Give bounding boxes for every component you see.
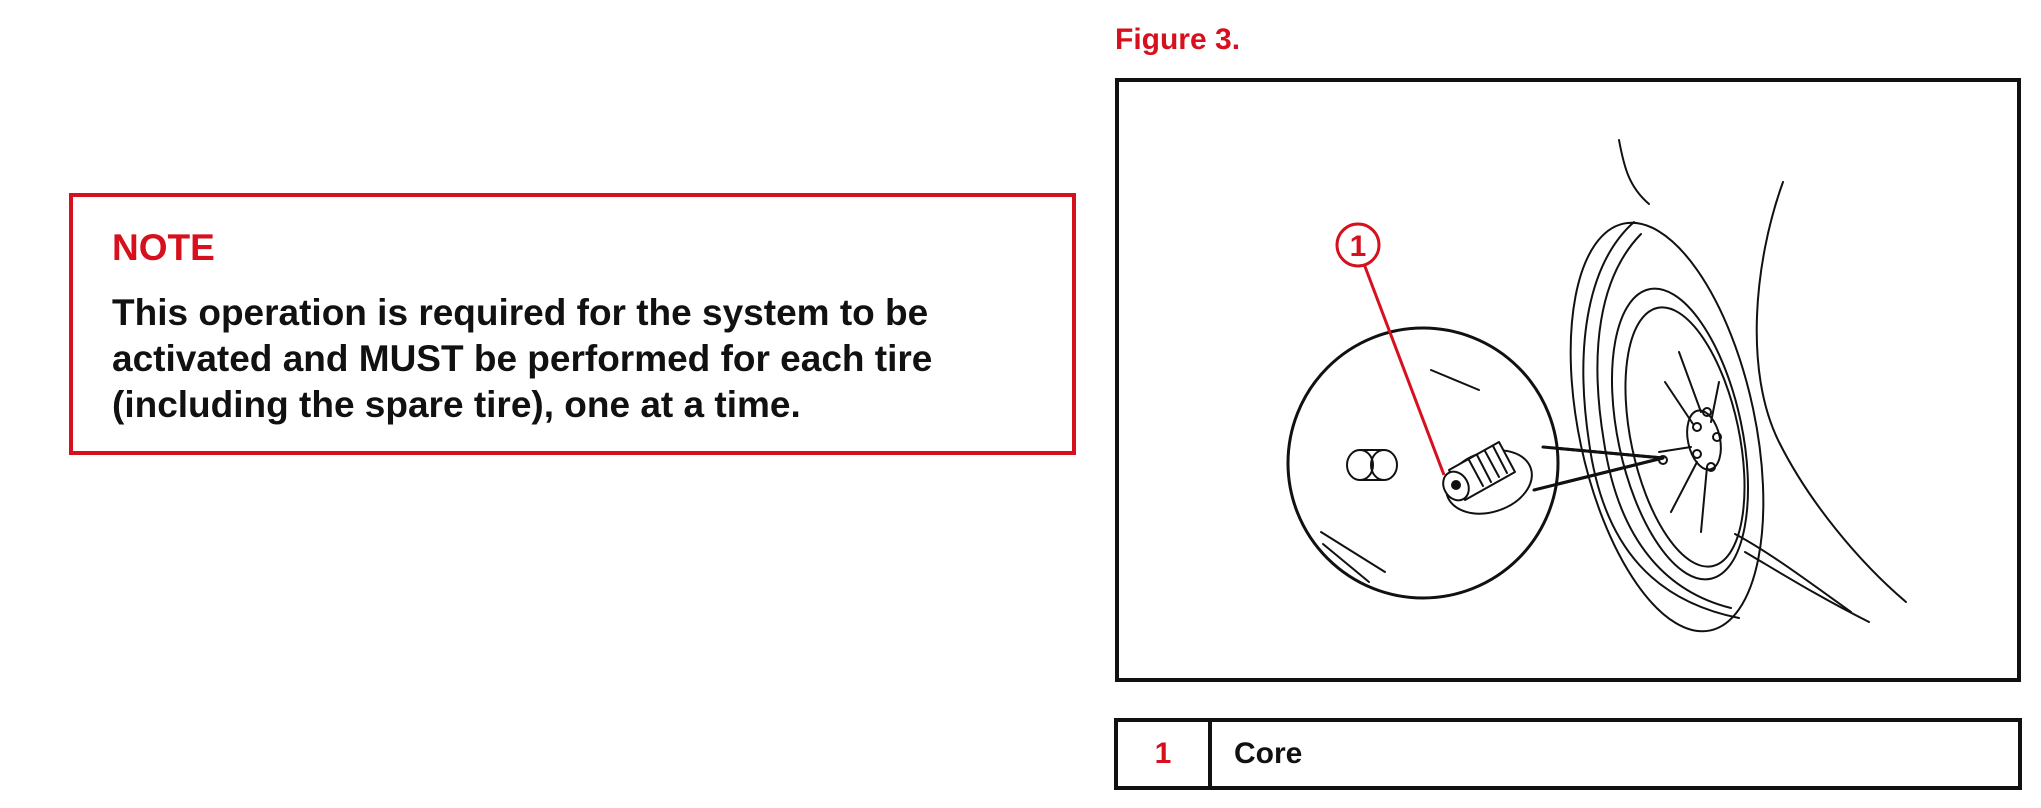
tire-outer <box>1569 221 1765 633</box>
surface-line <box>1320 531 1386 573</box>
figure-caption: Figure 3. <box>1115 23 1241 56</box>
tire-rim <box>1610 287 1750 581</box>
wheel-spoke <box>1658 446 1692 453</box>
fender-arch-inner <box>1596 233 1732 609</box>
wheel-spoke <box>1670 461 1698 513</box>
wheel-spoke <box>1710 381 1720 423</box>
lug-nut <box>1702 407 1712 417</box>
wheel-hub <box>1686 409 1722 471</box>
callout-number: 1 <box>1350 230 1367 263</box>
body-panel-line <box>1755 181 1907 603</box>
fender-outline <box>1618 139 1650 205</box>
detail-circle <box>1286 326 1560 600</box>
lug-nut <box>1692 449 1702 459</box>
wheel-spoke <box>1700 466 1708 533</box>
callout-1: 1 <box>1335 222 1446 476</box>
tire-rim-inner <box>1624 306 1746 568</box>
valve-threads <box>1468 445 1508 487</box>
legend-table: 1 Core <box>1114 718 2022 790</box>
lug-nut <box>1706 462 1716 472</box>
legend-number: 1 <box>1118 722 1212 786</box>
valve-core-pin <box>1451 480 1461 490</box>
wheel-spoke <box>1678 351 1702 413</box>
lug-nut <box>1712 432 1722 442</box>
tire-valve-illustration: 1 <box>1286 139 1907 633</box>
surface-line <box>1322 543 1370 583</box>
legend-label: Core <box>1234 737 1303 770</box>
surface-line <box>1430 369 1480 391</box>
wheel-spoke <box>1664 381 1694 425</box>
note-title: NOTE <box>112 227 215 268</box>
figure-frame: 1 <box>1115 78 2021 682</box>
rocker-line-2 <box>1744 551 1870 623</box>
note-text: This operation is required for the syste… <box>112 292 933 425</box>
rocker-line <box>1734 533 1852 613</box>
lug-nut <box>1692 422 1702 432</box>
callout-circle <box>1335 222 1381 268</box>
callout-leader <box>1359 255 1446 476</box>
fender-arch-outer <box>1582 221 1740 619</box>
note-box: NOTE This operation is required for the … <box>69 193 1076 455</box>
